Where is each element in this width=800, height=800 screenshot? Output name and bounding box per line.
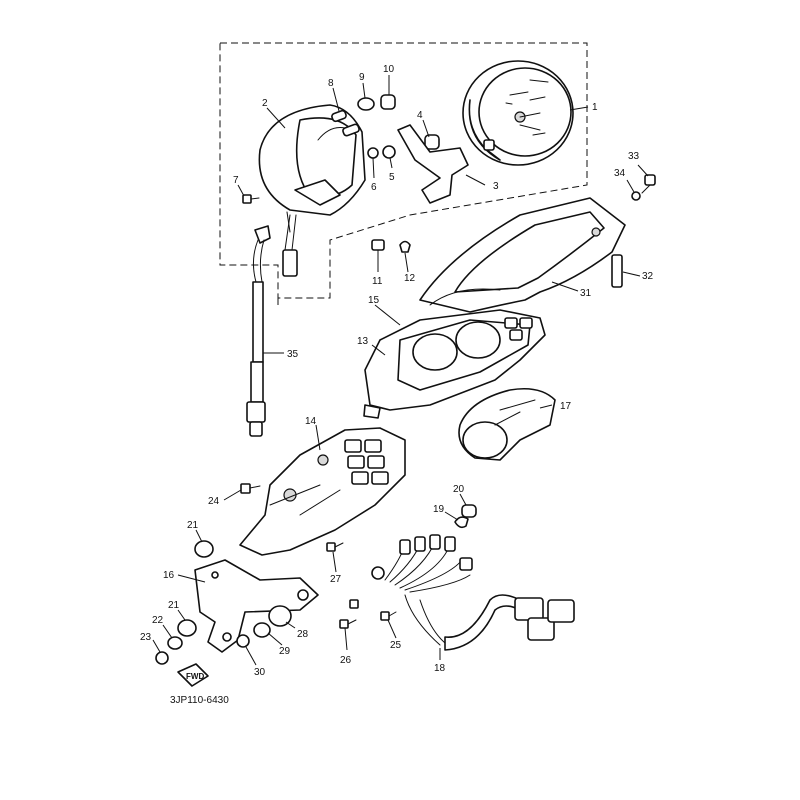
screw-25	[380, 611, 397, 621]
callout-5: 5	[389, 172, 395, 183]
callout-8: 8	[328, 78, 334, 89]
wire-harness	[371, 534, 575, 651]
speedometer-gauge	[458, 387, 556, 461]
speedometer-cable	[246, 225, 271, 437]
meter-assembly	[462, 60, 574, 166]
meter-bracket	[397, 124, 469, 204]
callout-20: 20	[453, 484, 465, 495]
leader-lines	[152, 75, 649, 666]
meter-case	[363, 309, 546, 419]
washer	[382, 145, 396, 159]
meter-panel	[419, 197, 626, 313]
callout-12: 12	[404, 273, 416, 284]
callout-3: 3	[493, 181, 499, 192]
callout-25: 25	[390, 640, 402, 651]
damper	[424, 134, 440, 150]
callout-24: 24	[208, 496, 220, 507]
callout-33: 33	[628, 151, 640, 162]
washer-12	[399, 240, 411, 253]
damper-28	[268, 605, 292, 627]
diagram-code: 3JP110-6430	[170, 695, 229, 706]
meter-bottom-bracket	[239, 427, 406, 556]
screw-27	[326, 542, 344, 552]
lower-bracket	[194, 559, 319, 653]
callout-30: 30	[254, 667, 266, 678]
callout-19: 19	[433, 504, 445, 515]
callout-18: 18	[434, 663, 446, 674]
callout-9: 9	[359, 72, 365, 83]
grommet	[367, 147, 379, 159]
washer-34	[631, 191, 641, 201]
connector	[282, 249, 298, 277]
small-clip	[349, 599, 359, 609]
collar	[167, 636, 183, 650]
screw-24	[240, 483, 261, 494]
callout-14: 14	[305, 416, 317, 427]
callout-2: 2	[262, 98, 268, 109]
screw-33	[641, 174, 656, 194]
callout-29: 29	[279, 646, 291, 657]
nut-30	[236, 634, 250, 648]
pin	[611, 254, 623, 288]
callout-23: 23	[140, 632, 152, 643]
callout-21b: 21	[168, 600, 180, 611]
bulb-19	[454, 516, 469, 529]
grommet-21a	[194, 540, 214, 558]
bulb	[357, 97, 375, 111]
callout-11: 11	[372, 276, 383, 287]
callout-21a: 21	[187, 520, 199, 531]
screw	[242, 194, 260, 204]
bulb-socket	[331, 109, 360, 137]
bolt	[371, 239, 385, 263]
callout-32: 32	[642, 271, 654, 282]
grommet-21b	[177, 619, 197, 637]
callout-1: 1	[592, 102, 598, 113]
callout-22: 22	[152, 615, 164, 626]
bulb-cap	[380, 94, 396, 110]
callout-10: 10	[383, 64, 395, 75]
callout-28: 28	[297, 629, 309, 640]
callout-26: 26	[340, 655, 352, 666]
callout-15: 15	[368, 295, 380, 306]
callout-6: 6	[371, 182, 377, 193]
nut	[155, 651, 169, 665]
callout-35: 35	[287, 349, 299, 360]
callout-34: 34	[614, 168, 626, 179]
callout-31: 31	[580, 288, 592, 299]
bulb-20	[461, 504, 477, 518]
washer-29	[253, 622, 271, 638]
callout-numbers: 1 2 3 4 5 6 7 8 9 10 11 12 13 14 15 16 1…	[140, 64, 654, 678]
callout-16: 16	[163, 570, 175, 581]
callout-7: 7	[233, 175, 239, 186]
screw-26	[339, 619, 357, 629]
callout-17: 17	[560, 401, 572, 412]
callout-4: 4	[417, 110, 423, 121]
callout-27: 27	[330, 574, 342, 585]
fwd-label: FWD	[186, 672, 204, 681]
meter-cover	[258, 104, 366, 233]
fwd-marker: FWD	[177, 663, 209, 687]
callout-13: 13	[357, 336, 369, 347]
